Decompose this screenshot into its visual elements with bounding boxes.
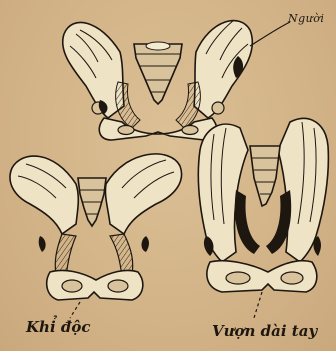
gibbon-label: Vượn dài tay xyxy=(212,322,317,340)
human-label: Người xyxy=(288,12,324,25)
monkey-leader-line xyxy=(70,302,80,318)
human-right-ilium xyxy=(194,21,252,118)
human-pelvis-drawing xyxy=(63,20,253,140)
human-pubis xyxy=(99,118,216,140)
gibbon-pelvis-drawing xyxy=(198,118,328,292)
human-sacrum xyxy=(134,44,182,104)
monkey-pelvis-drawing xyxy=(10,154,182,300)
gibbon-sacrum xyxy=(250,146,280,206)
human-leader-line xyxy=(250,22,290,46)
monkey-right-ilium xyxy=(105,154,181,234)
gibbon-leader-line xyxy=(254,292,262,318)
monkey-label: Khỉ độc xyxy=(26,318,91,336)
monkey-left-ilium xyxy=(10,156,78,234)
